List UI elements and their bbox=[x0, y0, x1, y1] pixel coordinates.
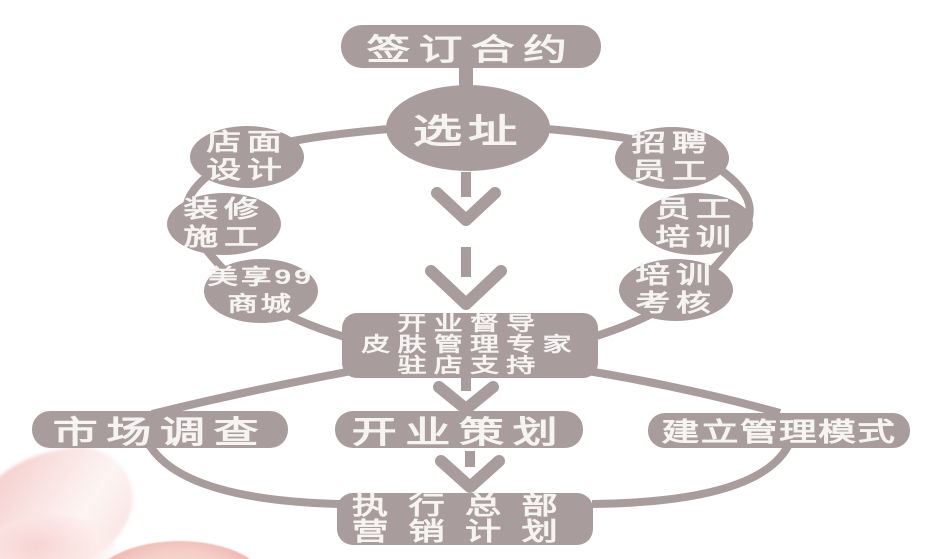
node-meixiang99-mall-label: 美享99 商城 bbox=[207, 266, 315, 316]
node-training-assessment: 培训 考核 bbox=[619, 259, 733, 321]
node-hq-marketing-plan-label: 执行总部 营销计划 bbox=[351, 492, 579, 546]
node-management-model-label: 建立管理模式 bbox=[661, 417, 897, 447]
node-sign-contract-label: 签订合约 bbox=[366, 33, 576, 67]
node-market-survey-label: 市场调查 bbox=[52, 415, 268, 450]
node-market-survey: 市场调查 bbox=[32, 411, 288, 450]
node-sign-contract: 签订合约 bbox=[341, 25, 601, 68]
node-recruit-staff-label: 招聘 员工 bbox=[631, 130, 713, 185]
node-opening-planning: 开业策划 bbox=[335, 411, 583, 450]
connector-supervision-to-market bbox=[151, 367, 353, 418]
node-management-model: 建立管理模式 bbox=[648, 413, 910, 448]
down-arrow-icon-2 bbox=[425, 247, 507, 310]
node-staff-training: 员工 培训 bbox=[639, 193, 753, 255]
node-site-selection-label: 选址 bbox=[412, 112, 524, 151]
node-store-design-label: 店面 设计 bbox=[206, 129, 288, 184]
node-store-design: 店面 设计 bbox=[190, 126, 304, 188]
down-arrow-icon-4 bbox=[435, 451, 505, 493]
node-opening-supervision: 开业督导 皮肤管理专家 驻店支持 bbox=[342, 313, 598, 378]
node-site-selection: 选址 bbox=[386, 85, 550, 171]
node-opening-planning-label: 开业策划 bbox=[351, 415, 567, 450]
node-staff-training-label: 员工 培训 bbox=[655, 196, 737, 251]
connector-mgmt-to-final bbox=[591, 443, 792, 508]
node-opening-supervision-label: 开业督导 皮肤管理专家 驻店支持 bbox=[361, 313, 579, 377]
node-renovation-label: 装修 施工 bbox=[183, 196, 265, 251]
node-hq-marketing-plan: 执行总部 营销计划 bbox=[337, 493, 593, 545]
connector-market-to-final bbox=[146, 443, 341, 508]
node-recruit-staff: 招聘 员工 bbox=[615, 127, 729, 189]
down-arrow-icon-1 bbox=[431, 172, 501, 226]
down-arrow-icon-3 bbox=[433, 378, 499, 415]
connector-supervision-to-mgmt bbox=[587, 367, 782, 417]
node-training-assessment-label: 培训 考核 bbox=[635, 262, 717, 317]
node-renovation-construction: 装修 施工 bbox=[167, 193, 281, 255]
node-meixiang99-mall: 美享99 商城 bbox=[204, 259, 318, 323]
